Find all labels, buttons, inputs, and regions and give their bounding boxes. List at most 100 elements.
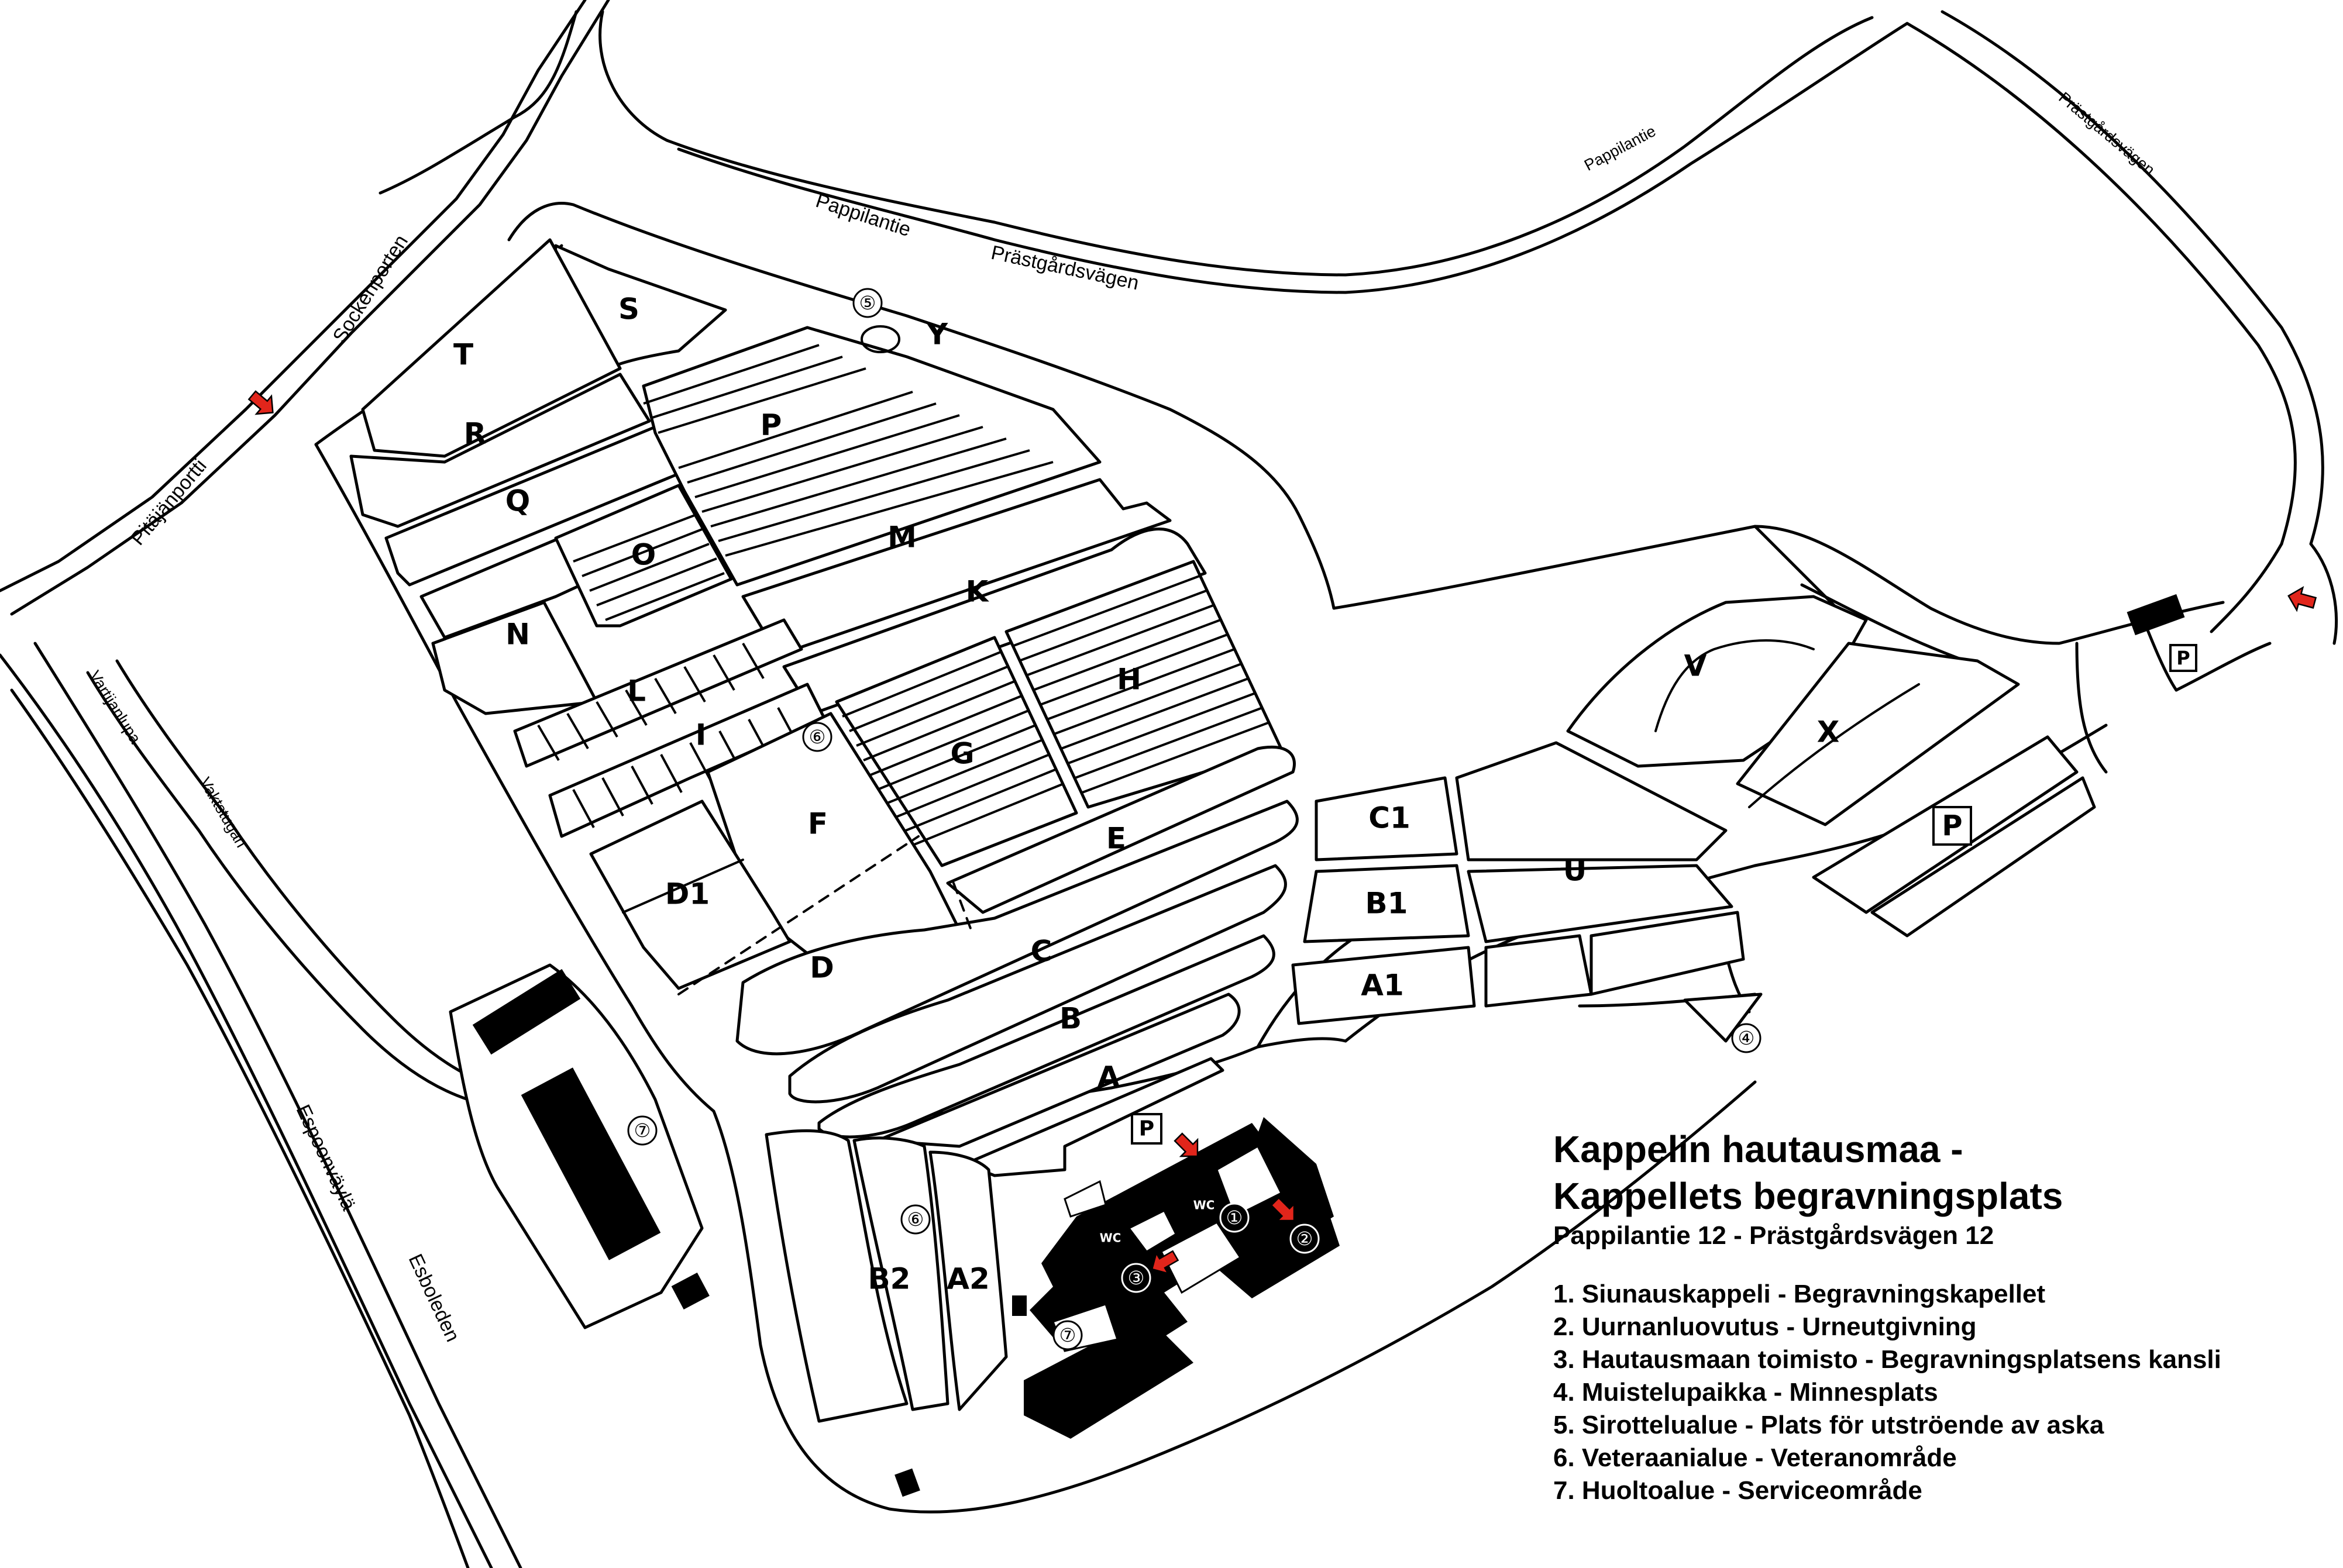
street-pitajanportti: Pitäjänportti (126, 455, 211, 550)
section-label-b: B (1059, 1002, 1082, 1036)
parking-icon: P (1932, 806, 1972, 846)
section-label-l: L (627, 674, 646, 708)
street-espoonvayla: Espoonväylä (291, 1101, 360, 1214)
entrance-arrow-icon (1151, 1250, 1179, 1275)
legend-title-finnish: Kappelin hautausmaa - (1553, 1128, 1963, 1170)
section-g-stripes (842, 651, 1064, 849)
service-building-1 (472, 969, 581, 1055)
section-label-o: O (631, 538, 656, 572)
section-label-y: Y (926, 318, 948, 351)
svg-text:P: P (1942, 809, 1962, 842)
svg-text:P: P (1139, 1117, 1154, 1141)
svg-text:⑤: ⑤ (859, 292, 876, 314)
chapel-annex (1012, 1295, 1027, 1316)
svg-text:P: P (2176, 647, 2190, 669)
section-label-i: I (696, 718, 707, 752)
chapel-south-block (1024, 1316, 1193, 1439)
marker-1-chapel: ① (1219, 1202, 1250, 1233)
legend-item: 4. Muistelupaikka - Minnesplats (1553, 1378, 1938, 1407)
wc-icon: WC (1193, 1198, 1215, 1212)
section-label-p: P (761, 408, 782, 442)
map-legend: Kappelin hautausmaa - Kappellets begravn… (1553, 1126, 2331, 1507)
section-label-b1: B1 (1365, 887, 1408, 921)
v-path (1654, 639, 1815, 732)
marker-6-veteran-area-north: ⑥ (802, 722, 832, 752)
section-label-h: H (1117, 663, 1141, 697)
entrance-arrow-icon (1174, 1132, 1199, 1157)
section-label-c1: C1 (1368, 801, 1410, 835)
section-label-u: U (1563, 854, 1587, 888)
section-h-stripes (1011, 575, 1270, 794)
section-label-d1: D1 (665, 877, 710, 911)
legend-item: 3. Hautausmaan toimisto - Begravningspla… (1553, 1345, 2221, 1374)
svg-text:⑥: ⑥ (809, 726, 826, 748)
entrance-arrow-icon (1270, 1197, 1295, 1222)
numbered-markers: ⑤ ⑥ ⑥ ⑦ ⑦ ① ② ③ (627, 288, 1763, 1350)
marker-5-scattering-area: ⑤ (852, 288, 900, 353)
section-label-m: M (887, 521, 917, 554)
street-pappilantie-east: Pappilantie (1581, 122, 1659, 174)
wc-labels: WC WC (1100, 1198, 1215, 1245)
legend-address: Pappilantie 12 - Prästgårdsvägen 12 (1553, 1221, 1994, 1250)
x-path (1748, 683, 1920, 808)
marker-2-urn-handover: ② (1289, 1224, 1320, 1254)
marker-7-service-area-south: ⑦ (1052, 1320, 1083, 1350)
buildings (449, 594, 2185, 1497)
legend-item: 2. Uurnanluovutus - Urneutgivning (1553, 1312, 1977, 1341)
wc-icon: WC (1100, 1231, 1121, 1245)
legend-item: 6. Veteraanialue - Veteranområde (1553, 1443, 1957, 1472)
dashed-boundary-2 (952, 882, 972, 931)
section-d1-divider (622, 859, 744, 914)
street-pappilantie-west: Pappilantie (813, 189, 914, 241)
entrance-arrow-icon (247, 390, 274, 415)
svg-text:⑥: ⑥ (907, 1208, 924, 1231)
section-label-k: K (966, 575, 990, 609)
svg-text:①: ① (1226, 1207, 1243, 1229)
section-label-a: A (1097, 1060, 1120, 1094)
toilet-building-south (894, 1468, 920, 1497)
section-label-t: T (453, 338, 473, 372)
section-label-r: R (464, 417, 487, 451)
street-prastgardsvagen-east: Prästgårdsvägen (2055, 88, 2158, 178)
section-o-stripes (573, 514, 725, 621)
legend-item: 1. Siunauskappeli - Begravningskapellet (1553, 1280, 2046, 1308)
marker-3-office: ③ (1121, 1263, 1151, 1293)
section-l-stripes (537, 642, 765, 761)
south-plots (765, 1129, 1008, 1423)
section-p-stripes (643, 344, 1054, 557)
section-label-x: X (1817, 715, 1840, 749)
section-label-s: S (618, 292, 639, 326)
parking-markers: P P P (1131, 644, 2197, 1145)
section-label-v: V (1684, 649, 1707, 683)
section-label-d: D (810, 951, 834, 985)
marker-6-veteran-area-south: ⑥ (900, 1204, 931, 1235)
service-building-2 (521, 1067, 661, 1260)
section-label-b2: B2 (868, 1262, 911, 1296)
section-labels: S T Y R P Q M O K N H L I G F E D1 C D B… (453, 292, 1839, 1296)
street-esboleden: Esboleden (404, 1250, 464, 1345)
entrance-building (2127, 594, 2185, 636)
svg-text:③: ③ (1128, 1267, 1145, 1289)
street-sockenporten: Sockenporten (329, 231, 412, 347)
east-plots (1291, 595, 2096, 1025)
section-label-c: C (1031, 935, 1052, 969)
section-label-a1: A1 (1361, 969, 1404, 1002)
legend-item: 5. Sirottelualue - Plats för utströende … (1553, 1411, 2104, 1439)
marker-7-service-area-west: ⑦ (627, 1115, 658, 1146)
legend-item: 7. Huoltoalue - Serviceområde (1553, 1476, 1922, 1505)
dashed-boundary-1 (677, 835, 920, 995)
marker-4-memorial-place: ④ (1683, 993, 1763, 1053)
north-plots (349, 238, 1299, 1177)
legend-title-swedish: Kappellets begravningsplats (1553, 1175, 2063, 1217)
section-label-e: E (1106, 822, 1126, 856)
section-label-g: G (950, 737, 974, 771)
parking-icon: P (2169, 644, 2197, 672)
section-label-q: Q (505, 484, 531, 518)
svg-text:②: ② (1296, 1228, 1313, 1250)
svg-text:④: ④ (1738, 1027, 1755, 1049)
section-label-n: N (505, 618, 530, 652)
service-building-3 (671, 1272, 710, 1310)
svg-text:⑦: ⑦ (1059, 1324, 1076, 1346)
parking-icon: P (1131, 1113, 1162, 1145)
